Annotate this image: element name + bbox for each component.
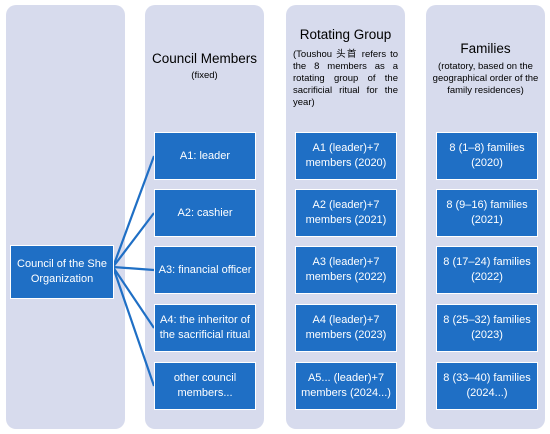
- group-label-a3: A3 (leader)+7 members (2022): [305, 256, 387, 283]
- family-label-a4: 8 (25–32) families (2023): [443, 314, 531, 341]
- member-box-a3: A3: financial officer: [154, 246, 256, 294]
- council-members-subtitle: (fixed): [191, 70, 218, 81]
- group-box-a4: A4 (leader)+7 members (2023): [295, 304, 397, 352]
- council-members-title: Council Members: [151, 51, 258, 66]
- rotating-group-header: Rotating Group (Toushou 头首 refers to the…: [293, 26, 398, 109]
- member-box-a2: A2: cashier: [154, 189, 256, 237]
- family-box-a1: 8 (1–8) families (2020): [436, 132, 538, 180]
- group-label-a4: A4 (leader)+7 members (2023): [305, 314, 387, 341]
- member-label-a1: A1: leader: [179, 149, 231, 162]
- group-box-a2: A2 (leader)+7 members (2021): [295, 189, 397, 237]
- group-box-a3: A3 (leader)+7 members (2022): [295, 246, 397, 294]
- member-box-a4: A4: the inheritor of the sacrificial rit…: [154, 304, 256, 352]
- family-label-a3: 8 (17–24) families (2022): [443, 256, 531, 283]
- family-label-a5: 8 (33–40) families (2024...): [443, 372, 531, 399]
- connector-other: [111, 266, 156, 387]
- family-box-a5: 8 (33–40) families (2024...): [436, 362, 538, 410]
- family-label-a1: 8 (1–8) families (2020): [449, 142, 525, 169]
- member-label-a3: A3: financial officer: [158, 263, 252, 276]
- connector-a4: [112, 266, 155, 329]
- family-box-a4: 8 (25–32) families (2023): [436, 304, 538, 352]
- group-box-a5: A5... (leader)+7 members (2024...): [295, 362, 397, 410]
- family-label-a2: 8 (9–16) families (2021): [446, 199, 528, 226]
- group-label-a1: A1 (leader)+7 members (2020): [305, 142, 387, 169]
- council-organization-label: Council of the She Organization: [17, 258, 107, 285]
- connector-a2: [112, 212, 155, 268]
- root-panel: [6, 5, 125, 429]
- family-box-a2: 8 (9–16) families (2021): [436, 189, 538, 237]
- families-title: Families: [460, 41, 511, 56]
- council-members-header: Council Members (fixed): [145, 50, 264, 82]
- member-label-other: other council members...: [173, 372, 237, 399]
- families-header: Families (rotatory, based on the geograp…: [430, 40, 541, 97]
- group-label-a5: A5... (leader)+7 members (2024...): [301, 372, 391, 399]
- connector-a1: [111, 155, 156, 268]
- member-box-other: other council members...: [154, 362, 256, 410]
- connector-a3: [112, 265, 155, 272]
- member-box-a1: A1: leader: [154, 132, 256, 180]
- member-label-a4: A4: the inheritor of the sacrificial rit…: [159, 314, 251, 341]
- families-subtitle: (rotatory, based on the geographical ord…: [432, 61, 539, 96]
- rotating-group-title: Rotating Group: [299, 27, 392, 42]
- family-box-a3: 8 (17–24) families (2022): [436, 246, 538, 294]
- group-label-a2: A2 (leader)+7 members (2021): [305, 199, 387, 226]
- group-box-a1: A1 (leader)+7 members (2020): [295, 132, 397, 180]
- council-organization-box: Council of the She Organization: [10, 245, 114, 299]
- rotating-group-subtitle: (Toushou 头首 refers to the 8 members as a…: [293, 49, 398, 108]
- member-label-a2: A2: cashier: [177, 206, 233, 219]
